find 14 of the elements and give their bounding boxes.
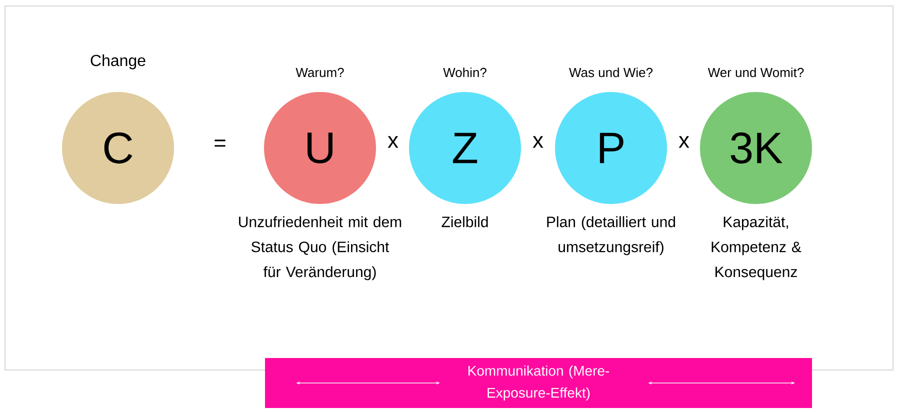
times-sign: x [678,136,690,148]
description: Zielbild [442,216,488,228]
description: Kapazität, Kompetenz & Konsequenz [712,216,802,280]
description: Plan (detailliert und umsetzungsreif) [547,216,676,256]
heading: Change [90,54,146,70]
heading: Wer und Womit? [708,68,804,78]
heading: Warum? [296,68,344,78]
times-sign: x [388,136,398,148]
heading: Was und Wie? [569,68,653,78]
heading: Wohin? [443,68,486,78]
banner: Kommunikation (Mere-Exposure-Effekt) [265,358,812,408]
times-sign: x [532,136,544,148]
equals-sign: = [214,140,226,147]
description: Unzufriedenheit mit dem Status Quo (Einsicht für Veränderung) [239,216,402,280]
